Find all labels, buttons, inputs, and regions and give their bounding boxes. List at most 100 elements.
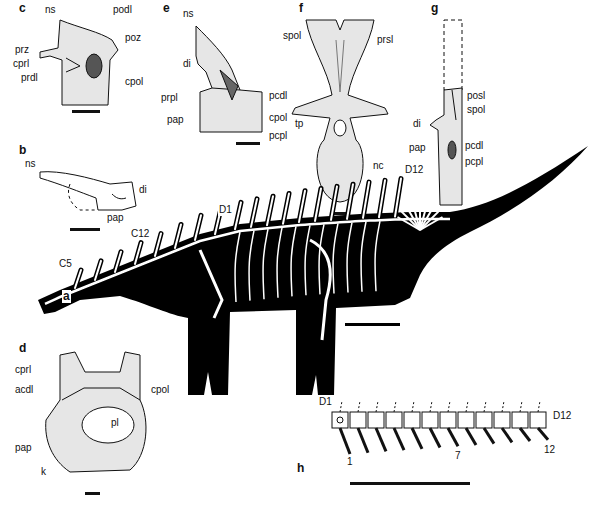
anatomy-label: pap (408, 142, 427, 154)
rib (448, 428, 458, 446)
neural-spine (363, 182, 369, 218)
anatomy-label: pcpl (268, 130, 288, 142)
vertebra (530, 412, 546, 428)
rib (375, 221, 380, 291)
spine-outline (175, 224, 181, 248)
vertebra (386, 412, 402, 428)
rib (249, 231, 254, 301)
anatomy-label: poz (124, 32, 142, 44)
panel-letter: f (298, 2, 304, 15)
anatomy-label: podl (112, 4, 133, 16)
rib (277, 228, 282, 298)
vertebra-g (430, 20, 470, 215)
neural-spine (315, 189, 321, 221)
anatomy-label: nc (372, 160, 385, 172)
vertebra (422, 412, 438, 428)
fossa (86, 54, 102, 78)
spine-outline (235, 202, 241, 229)
vertebra (332, 412, 348, 428)
rib (376, 428, 386, 451)
spine-outline (115, 252, 121, 272)
anatomy-label: pl (110, 417, 120, 429)
anatomy-label: D12 (552, 410, 572, 422)
scapula (200, 250, 222, 318)
restored-outline (444, 20, 462, 90)
dorsal-series (332, 401, 548, 485)
vertebra-b (40, 172, 136, 231)
neural-spine (267, 196, 273, 225)
rib (394, 428, 404, 450)
vertebra (476, 412, 492, 428)
rib (466, 428, 476, 445)
rib (358, 428, 368, 453)
rib (361, 222, 366, 292)
foramen (337, 417, 343, 423)
rib (502, 428, 512, 442)
panel-letter: d (18, 342, 27, 355)
anatomy-label: prpl (160, 92, 179, 104)
anatomy-label: tp (294, 118, 304, 130)
rib (484, 428, 494, 444)
anatomy-label: pap (14, 442, 33, 454)
rib (305, 225, 310, 295)
anatomy-label: pcdl (464, 140, 484, 152)
spine-outline (299, 191, 305, 222)
rib (430, 428, 440, 448)
lamina (452, 90, 456, 120)
diapophysis (112, 194, 126, 199)
anatomy-label: prdl (20, 72, 39, 84)
spine-outline (315, 189, 321, 221)
lamina (62, 388, 140, 400)
fossa (220, 70, 238, 100)
vertebra (494, 412, 510, 428)
vertebra (350, 412, 366, 428)
anatomy-label: D1 (318, 396, 333, 408)
vertebra-outline (40, 172, 136, 210)
spine-outline (135, 243, 141, 264)
spine-outline (195, 215, 201, 240)
neural-spine (331, 186, 337, 220)
vertebra (458, 412, 474, 428)
anatomy-label: cpol (150, 384, 170, 396)
neural-spine (135, 243, 141, 264)
anatomy-label: spol (282, 30, 302, 42)
neural-spine (115, 252, 121, 272)
restored-outline (68, 184, 96, 210)
anatomy-label: D12 (404, 164, 424, 176)
anatomy-label: spol (466, 104, 486, 116)
panel-letter: a (62, 290, 71, 303)
panel-letter: g (430, 2, 439, 15)
skeletal-reconstruction (38, 146, 588, 395)
spine-stub (358, 401, 360, 412)
anatomy-label: acdl (14, 384, 34, 396)
scale-bar (350, 482, 470, 485)
vertebra (368, 412, 384, 428)
sacral-spine (413, 205, 420, 230)
neural-spine (379, 180, 385, 217)
anatomy-label: posl (466, 90, 486, 102)
panel-letter: b (18, 144, 27, 157)
vertebra-outline (430, 88, 462, 205)
neural-spine (299, 191, 305, 222)
vertebra (512, 412, 528, 428)
rib (235, 232, 240, 302)
vertebra (404, 412, 420, 428)
neural-spine (95, 261, 101, 280)
spine-stub (538, 401, 540, 412)
neural-spine (75, 270, 81, 288)
anatomy-label: cpol (124, 76, 144, 88)
anatomy-label: di (138, 184, 148, 196)
anatomy-label: 12 (543, 444, 556, 456)
prespinal-lamina (336, 40, 344, 92)
vertebra (440, 412, 456, 428)
spine-outline (155, 234, 161, 256)
vertebra-outline (292, 20, 388, 202)
anatomy-label: D1 (218, 204, 233, 216)
anatomy-label: 7 (454, 450, 462, 462)
rib (291, 226, 296, 296)
spine-outline (75, 270, 81, 288)
anatomy-label: cprl (12, 58, 30, 70)
rib (520, 428, 530, 441)
